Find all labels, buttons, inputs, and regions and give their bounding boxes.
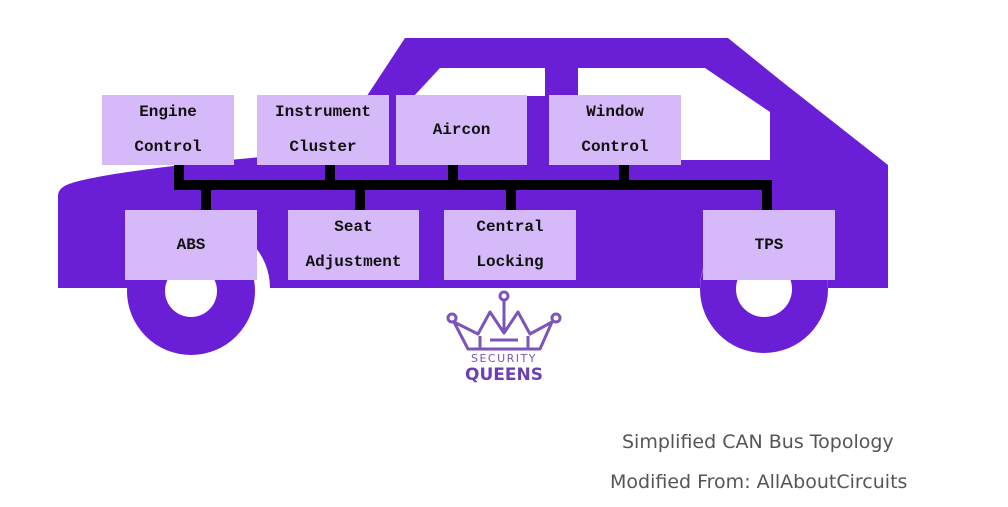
node-abs: ABS xyxy=(125,210,257,280)
node-label: Engine xyxy=(139,103,197,121)
node-label: Seat xyxy=(334,218,373,236)
node-label: Window xyxy=(586,103,644,121)
crown-circuit-icon xyxy=(446,290,562,351)
logo-text-security: SECURITY xyxy=(471,352,537,365)
node-aircon: Aircon xyxy=(396,95,527,165)
node-label: TPS xyxy=(754,235,784,254)
node-label: Adjustment xyxy=(305,253,402,271)
caption-title: Simplified CAN Bus Topology xyxy=(622,431,894,453)
rear-window xyxy=(414,68,545,96)
node-tps: TPS xyxy=(703,210,835,280)
node-label: Control xyxy=(134,138,202,156)
node-label: Locking xyxy=(476,253,544,271)
caption-source: Modified From: AllAboutCircuits xyxy=(610,471,908,493)
node-label: Aircon xyxy=(432,120,491,139)
node-label: Central xyxy=(476,218,544,236)
node-label: Cluster xyxy=(289,138,357,156)
node-label: Control xyxy=(581,138,649,156)
node-label: ABS xyxy=(176,235,206,254)
node-label: Instrument xyxy=(274,103,371,121)
logo-text-queens: QUEENS xyxy=(465,365,543,385)
